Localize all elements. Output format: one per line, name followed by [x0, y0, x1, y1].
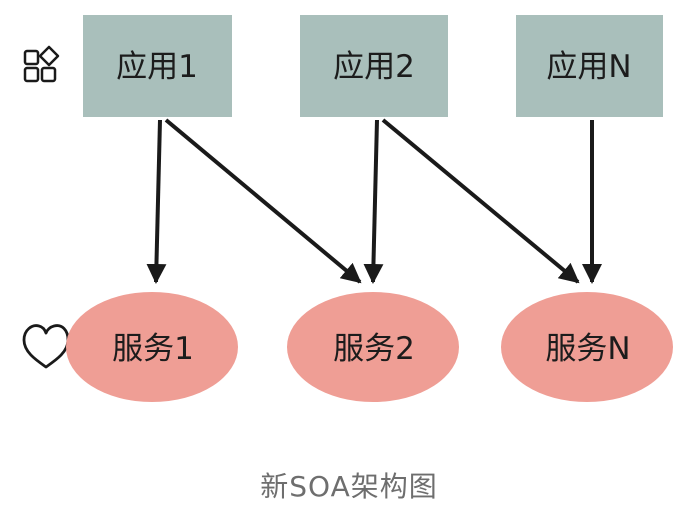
service-node-svc1: 服务1: [66, 292, 238, 402]
arrow-app1-to-svc1: [146, 119, 167, 284]
connections: [146, 118, 602, 284]
arrow-app2-to-svc2: [363, 119, 384, 284]
application-box-appN: 应用N: [516, 15, 663, 117]
application-box-app2: 应用2: [300, 15, 448, 117]
arrow-app2-to-svcN: [381, 118, 580, 284]
service-node-svcN: 服务N: [501, 292, 673, 402]
service-node-svc2: 服务2: [287, 292, 459, 402]
service-label: 服务2: [333, 331, 415, 367]
service-label: 服务N: [545, 331, 630, 367]
application-box-app1: 应用1: [83, 15, 232, 117]
arrow-app1-to-svc2: [164, 118, 362, 284]
application-label: 应用1: [116, 49, 198, 85]
heart-icon: [22, 324, 70, 369]
application-label: 应用2: [333, 49, 415, 85]
service-label: 服务1: [112, 331, 194, 367]
diagram-caption: 新SOA架构图: [260, 470, 437, 503]
apps-grid-icon: [23, 45, 60, 83]
application-label: 应用N: [546, 49, 631, 85]
